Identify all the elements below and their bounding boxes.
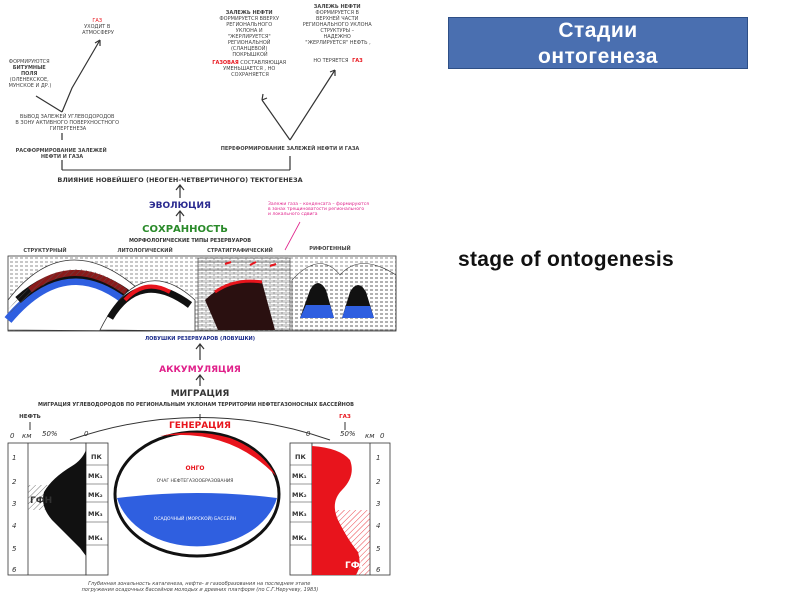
svg-text:ПК: ПК [91, 453, 102, 461]
oil-deposit-text-1: ЗАЛЕЖЬ НЕФТИ ФОРМИРУЕТСЯ ВВЕРХУ РЕГИОНАЛ… [219, 10, 280, 58]
svg-text:0: 0 [84, 430, 89, 438]
gfg-label: ГФГ [345, 561, 366, 571]
gas-generation-profile: 0 50% км 0 1 2 3 4 5 6 ГФГ ПК МК₁ МК₂ МК… [290, 430, 390, 575]
migration-label: МИГРАЦИЯ [171, 389, 230, 399]
accumulation-label: АККУМУЛЯЦИЯ [159, 365, 241, 375]
traps-label: ЛОВУШКИ РЕЗЕРВУАРОВ (ЛОВУШКИ) [145, 336, 255, 342]
gfn-label: ГФН [30, 496, 52, 506]
svg-text:МК₂: МК₂ [292, 491, 307, 499]
ongo-ellipse: ОНГО ОЧАГ НЕФТЕГАЗООБРАЗОВАНИЯ ОСАДОЧНЫЙ… [115, 432, 279, 556]
svg-text:МК₃: МК₃ [292, 510, 307, 518]
svg-text:3: 3 [12, 500, 16, 508]
svg-text:МК₄: МК₄ [292, 534, 307, 542]
top-left-branch: ГАЗ УХОДИТ В АТМОСФЕРУ ФОРМИРУЮТСЯ БИТУМ… [9, 18, 121, 160]
slide-subtitle: stage of ontogenesis [458, 248, 674, 272]
svg-text:1: 1 [376, 454, 380, 462]
bitumen-fields-text: ФОРМИРУЮТСЯ БИТУМНЫЕ ПОЛЯ (ОЛЕНЕКСКОЕ, М… [9, 59, 52, 89]
svg-text:4: 4 [12, 522, 16, 530]
preservation-label: СОХРАННОСТЬ [142, 224, 228, 235]
type-reef: РИФОГЕННЫЙ [309, 244, 350, 252]
tectogenesis-text: ВЛИЯНИЕ НОВЕЙШЕГО (НЕОГЕН-ЧЕТВЕРТИЧНОГО)… [57, 175, 302, 184]
slide-title-line2: онтогенеза [449, 44, 747, 69]
svg-text:0: 0 [380, 432, 385, 440]
svg-text:50%: 50% [340, 430, 356, 438]
reservoir-types-label: МОРФОЛОГИЧЕСКИЕ ТИПЫ РЕЗЕРВУАРОВ [129, 238, 251, 244]
gas-label: ГАЗ [339, 414, 351, 420]
svg-text:6: 6 [376, 566, 381, 574]
svg-text:МК₂: МК₂ [88, 491, 103, 499]
gas-component-text: ГАЗОВАЯ СОСТАВЛЯЮЩАЯ УМЕНЬШАЕТСЯ , НО СО… [212, 60, 287, 78]
basin-label: ОСАДОЧНЫЙ (МОРСКОЙ) БАССЕЙН [154, 515, 236, 522]
type-stratigraphic: СТРАТИГРАФИЧЕСКИЙ [207, 246, 273, 254]
svg-text:5: 5 [12, 545, 17, 553]
svg-text:2: 2 [12, 478, 17, 486]
ontogenesis-diagram: ГАЗ УХОДИТ В АТМОСФЕРУ ФОРМИРУЮТСЯ БИТУМ… [0, 0, 440, 600]
generation-label: ГЕНЕРАЦИЯ [169, 421, 231, 431]
svg-text:МК₁: МК₁ [88, 472, 103, 480]
svg-text:1: 1 [12, 454, 16, 462]
gas-escapes-text: ГАЗ УХОДИТ В АТМОСФЕРУ [82, 18, 114, 36]
reformation-text: ПЕРЕФОРМИРОВАНИЕ ЗАЛЕЖЕЙ НЕФТИ И ГАЗА [221, 144, 360, 152]
svg-text:3: 3 [376, 500, 380, 508]
svg-text:4: 4 [376, 522, 380, 530]
evolution-label: ЭВОЛЮЦИЯ [149, 201, 211, 211]
type-lithological: ЛИТОЛОГИЧЕСКИЙ [117, 246, 172, 254]
slide-title-box: Стадии онтогенеза [448, 17, 748, 69]
svg-text:МК₁: МК₁ [292, 472, 307, 480]
top-center-branch: ЗАЛЕЖЬ НЕФТИ ФОРМИРУЕТСЯ ВВЕРХУ РЕГИОНАЛ… [212, 4, 373, 152]
svg-text:МК₄: МК₄ [88, 534, 103, 542]
ongo-sublabel: ОЧАГ НЕФТЕГАЗООБРАЗОВАНИЯ [157, 478, 234, 484]
svg-text:МК₃: МК₃ [88, 510, 103, 518]
svg-text:6: 6 [12, 566, 17, 574]
svg-text:50%: 50% [42, 430, 58, 438]
svg-text:0: 0 [306, 430, 311, 438]
ongo-label: ОНГО [185, 465, 204, 472]
pink-note: Залежи газа – конденсата – формируются в… [268, 201, 370, 217]
hypergenesis-text: ВЫВОД ЗАЛЕЖЕЙ УГЛЕВОДОРОДОВ В ЗОНУ АКТИВ… [15, 113, 120, 132]
svg-text:км: км [365, 432, 375, 440]
reservoir-types-panel: СТРУКТУРНЫЙ ЛИТОЛОГИЧЕСКИЙ СТРАТИГРАФИЧЕ… [8, 244, 396, 331]
svg-text:0: 0 [10, 432, 15, 440]
figure-caption: Глубинная зональность катагенеза, нефте-… [82, 581, 319, 593]
svg-text:ПК: ПК [295, 453, 306, 461]
oil-generation-profile: 0 км 50% 0 1 2 3 4 5 6 ГФН ПК МК₁ МК₂ МК… [8, 430, 108, 575]
slide-title-line1: Стадии [449, 18, 747, 44]
svg-text:2: 2 [376, 478, 381, 486]
migration-subtitle: МИГРАЦИЯ УГЛЕВОДОРОДОВ ПО РЕГИОНАЛЬНЫМ У… [38, 400, 354, 408]
breakup-text: РАСФОРМИРОВАНИЕ ЗАЛЕЖЕЙ НЕФТИ И ГАЗА [16, 146, 109, 160]
svg-text:5: 5 [376, 545, 381, 553]
oil-label: НЕФТЬ [19, 414, 41, 420]
oil-deposit-text-2: ЗАЛЕЖЬ НЕФТИ ФОРМИРУЕТСЯ В ВЕРХНЕЙ ЧАСТИ… [303, 4, 374, 46]
svg-text:км: км [22, 432, 32, 440]
gas-lost-text: НО ТЕРЯЕТСЯ ГАЗ [313, 58, 363, 64]
type-structural: СТРУКТУРНЫЙ [23, 246, 66, 254]
